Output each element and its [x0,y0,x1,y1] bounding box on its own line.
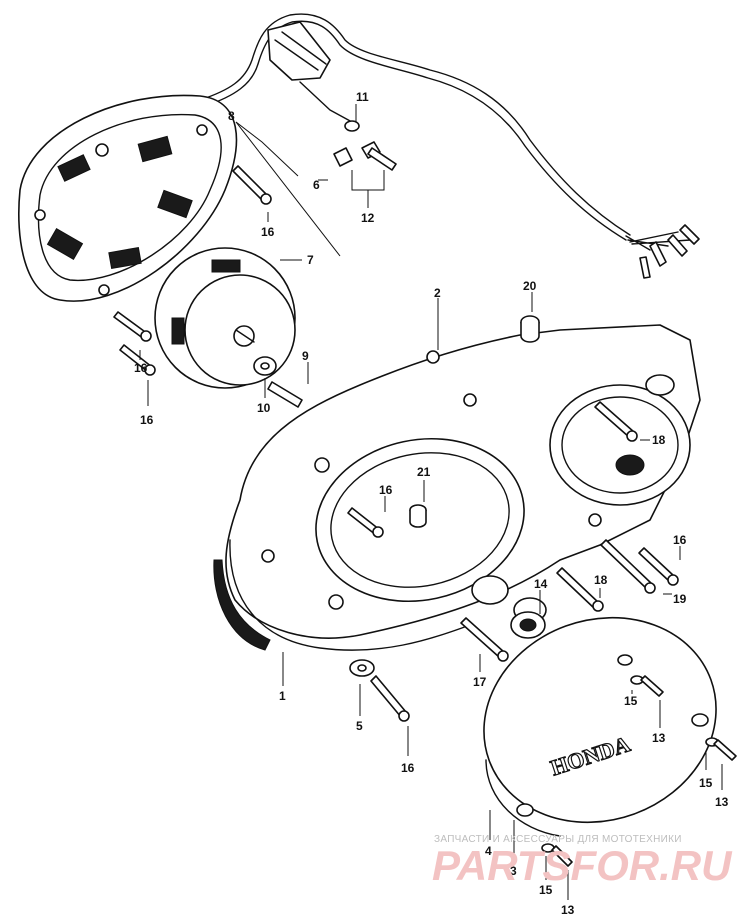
callout-18-lower: 18 [594,573,608,587]
watermark-logo: PARTSFOR.RU [432,842,732,889]
bolts [113,165,737,867]
dowel-sleeve-top [520,315,540,343]
callout-16-left-b: 16 [140,413,154,427]
wire-harness [199,13,700,279]
callout-15-bottom: 15 [539,883,553,897]
point-cover: HONDA [483,616,717,837]
callout-16-stator: 16 [261,225,275,239]
callout-16-left-a: 16 [134,361,148,375]
callout-16-bottom: 16 [401,761,415,775]
callout-6: 6 [313,178,320,192]
oil-seal [510,611,546,639]
callout-11: 11 [356,90,369,104]
callout-21: 21 [417,465,431,479]
callout-18-upper: 18 [652,433,666,447]
washer [253,356,277,376]
callout-2: 2 [434,286,441,300]
callout-15-right: 15 [699,776,713,790]
callout-10: 10 [257,401,271,415]
callout-labels: 8 6 7 11 12 16 16 16 9 10 2 20 21 16 18 … [134,90,729,917]
callout-4: 4 [485,844,492,858]
callout-3: 3 [510,864,517,878]
callout-13-bottom: 13 [561,903,575,917]
watermark-tagline: ЗАПЧАСТИ И АКСЕССУАРЫ ДЛЯ МОТОТЕХНИКИ [434,834,682,845]
dowel-sleeve-inner [409,504,427,528]
callout-12: 12 [361,211,375,225]
callout-16-right: 16 [673,533,687,547]
callout-16-inner: 16 [379,483,393,497]
callout-13-right: 13 [715,795,729,809]
stator-plate [17,94,238,302]
callout-9: 9 [302,349,309,363]
terminal-parts [333,120,397,171]
callout-14: 14 [534,577,548,591]
callout-20: 20 [523,279,537,293]
callout-1: 1 [279,689,286,703]
leader-lines [139,104,723,900]
callout-19: 19 [673,592,687,606]
callout-5: 5 [356,719,363,733]
callout-15-upper: 15 [624,694,638,708]
callout-17: 17 [473,675,487,689]
callout-13-upper: 13 [652,731,666,745]
callout-7: 7 [307,253,314,267]
callout-8: 8 [228,109,235,123]
left-crankcase-cover [213,324,701,651]
dowel-pin [267,381,303,408]
